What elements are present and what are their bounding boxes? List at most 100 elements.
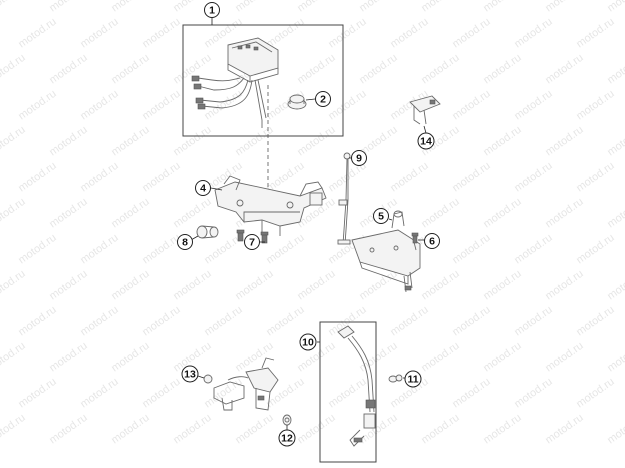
callout-9-label: 9 [356,153,362,165]
callout-6-label: 6 [429,236,435,248]
watermark-text: motod.ru [109,412,151,447]
cable-part-10 [337,325,376,447]
watermark-text: motod.ru [295,124,337,159]
watermark-text: motod.ru [16,88,58,123]
callout-5-label: 5 [378,211,384,223]
watermark-text: motod.ru [605,0,625,14]
leader-4 [210,187,223,191]
watermark-text: motod.ru [47,52,89,87]
watermark-text: motod.ru [605,412,625,447]
callout-4-label: 4 [200,183,206,195]
watermark-text: motod.ru [202,88,244,123]
watermark-text: motod.ru [78,88,120,123]
cap-part-2 [287,94,307,110]
watermark-text: motod.ru [140,304,182,339]
watermark-text: motod.ru [357,268,399,303]
watermark-text: motod.ru [47,196,89,231]
callout-7-label: 7 [249,237,255,249]
watermark-text: motod.ru [233,412,275,447]
watermark-text: motod.ru [47,412,89,447]
callout-8: 8 [177,234,193,250]
watermark-text: motod.ru [481,52,523,87]
mounting-bracket-part-4 [214,175,327,236]
callout-14-label: 14 [420,136,432,148]
callout-10: 10 [299,333,317,351]
watermark-text: motod.ru [109,124,151,159]
watermark-text: motod.ru [605,124,625,159]
leader-5 [388,218,393,221]
watermark-text: motod.ru [450,376,492,411]
cable-group-frame [319,321,377,463]
watermark-text: motod.ru [0,52,28,87]
watermark-text: motod.ru [512,160,554,195]
watermark-text: motod.ru [450,160,492,195]
callout-5: 5 [373,208,389,224]
callout-13: 13 [181,365,199,383]
callout-11: 11 [404,370,422,388]
watermark-text: motod.ru [574,376,616,411]
watermark-text: motod.ru [78,304,120,339]
callout-10-label: 10 [302,337,314,349]
watermark-text: motod.ru [357,340,399,375]
watermark-text: motod.ru [605,268,625,303]
watermark-text: motod.ru [605,52,625,87]
watermark-text: motod.ru [450,304,492,339]
clip-part-11 [388,374,403,383]
watermark-text: motod.ru [574,232,616,267]
callout-4: 4 [195,180,211,196]
watermark-text: motod.ru [295,268,337,303]
bracket-assembly-part-13 [203,357,279,411]
watermark-text: motod.ru [450,232,492,267]
dashboard-group-frame [182,24,344,137]
watermark-text: motod.ru [481,124,523,159]
watermark-text: motod.ru [326,88,368,123]
watermark-text: motod.ru [140,160,182,195]
watermark-text: motod.ru [419,340,461,375]
screws-part-7 [236,229,269,244]
watermark-text: motod.ru [109,196,151,231]
watermark-text: motod.ru [295,52,337,87]
watermark-text: motod.ru [357,412,399,447]
callout-14: 14 [417,132,435,150]
watermark-text: motod.ru [109,0,151,14]
watermark-text: motod.ru [171,412,213,447]
watermark-text: motod.ru [481,0,523,14]
callout-11-label: 11 [407,374,418,386]
watermark-text: motod.ru [0,340,28,375]
wiring-harness [191,75,267,128]
watermark-text: motod.ru [357,0,399,14]
watermark-text: motod.ru [0,268,28,303]
watermark-text: motod.ru [419,52,461,87]
watermark-text: motod.ru [233,124,275,159]
watermark-text: motod.ru [512,376,554,411]
watermark-text: motod.ru [605,340,625,375]
watermark-text: motod.ru [574,16,616,51]
callout-9: 9 [351,150,367,166]
leader-2 [305,98,316,101]
watermark-text: motod.ru [16,160,58,195]
callout-8-label: 8 [182,237,188,249]
watermark-text: motod.ru [512,304,554,339]
watermark-text: motod.ru [419,0,461,14]
watermark-text: motod.ru [419,412,461,447]
watermark-text: motod.ru [481,268,523,303]
watermark-text: motod.ru [109,52,151,87]
watermark-text: motod.ru [140,16,182,51]
watermark-text: motod.ru [419,268,461,303]
watermark-text: motod.ru [47,124,89,159]
holder-part-5 [351,210,421,293]
watermark-text: motod.ru [109,340,151,375]
watermark-text: motod.ru [78,160,120,195]
watermark-text: motod.ru [357,52,399,87]
watermark-text: motod.ru [543,412,585,447]
watermark-text: motod.ru [47,268,89,303]
switch-part-14 [409,95,441,125]
watermark-text: motod.ru [171,268,213,303]
watermark-text: motod.ru [543,340,585,375]
watermark-text: motod.ru [512,16,554,51]
watermark-text: motod.ru [0,196,28,231]
watermark-text: motod.ru [543,124,585,159]
